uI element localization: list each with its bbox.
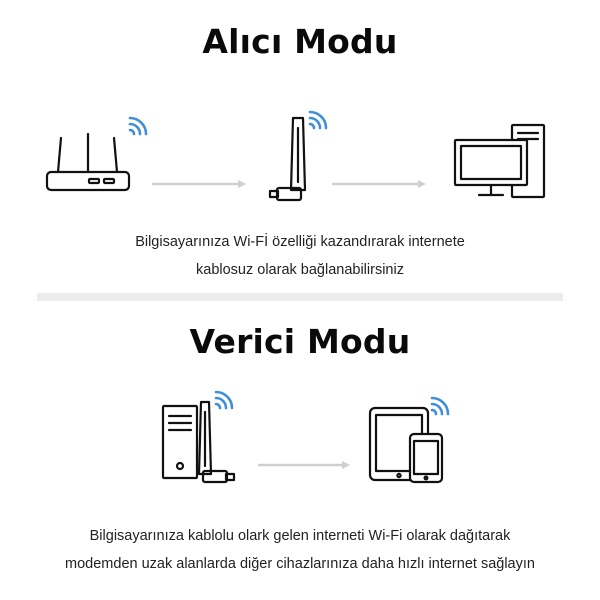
pc-tower-with-adapter-icon — [161, 400, 236, 484]
caption-line: Bilgisayarınıza kablolu olark gelen inte… — [89, 528, 511, 544]
arrow-icon — [332, 180, 426, 188]
wifi-signal-icon — [128, 116, 148, 136]
wifi-signal-icon — [214, 390, 234, 410]
desktop-computer-icon — [453, 123, 546, 199]
arrow-icon — [258, 461, 350, 469]
arrow-icon — [152, 180, 246, 188]
transmitter-mode-title: Verici Modu — [189, 322, 411, 361]
tablet-and-phone-icon — [368, 406, 444, 484]
wifi-signal-icon — [430, 396, 450, 416]
receiver-mode-caption: Bilgisayarınıza Wi-Fİ özelliği kazandıra… — [0, 228, 600, 284]
receiver-mode-diagram — [45, 110, 546, 202]
transmitter-mode-caption: Bilgisayarınıza kablolu olark gelen inte… — [0, 522, 600, 578]
caption-line: modemden uzak alanlarda diğer cihazların… — [65, 556, 535, 572]
section-divider — [37, 293, 563, 301]
caption-line: kablosuz olarak bağlanabilirsiniz — [196, 262, 404, 278]
usb-wifi-adapter-icon — [268, 116, 307, 202]
caption-line: Bilgisayarınıza Wi-Fİ özelliği kazandıra… — [135, 234, 465, 250]
transmitter-mode-diagram — [161, 390, 450, 484]
receiver-mode-title: Alıcı Modu — [202, 22, 398, 61]
wifi-signal-icon — [308, 110, 328, 130]
router-icon — [45, 132, 131, 192]
